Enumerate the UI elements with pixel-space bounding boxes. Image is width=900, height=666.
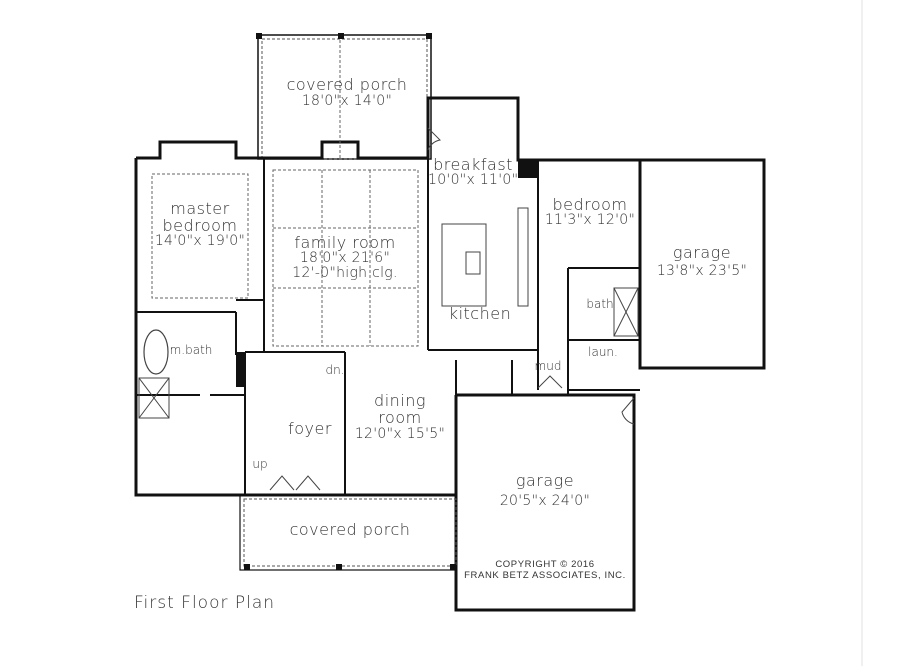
family-room-label: family room [294,233,396,252]
dining-room-label-line1: dining [374,391,426,410]
family-room-top-wall [264,140,428,160]
master-bedroom-top-wall [136,140,264,160]
master-bedroom-dims: 14'0"x 19'0" [154,233,246,249]
master-ceiling-tray [151,173,249,299]
copyright-line1: COPYRIGHT © 2016 [495,559,595,570]
bath-label: bath [586,297,614,311]
copyright-line2: FRANK BETZ ASSOCIATES, INC. [464,570,626,581]
plan-title: First Floor Plan [134,593,276,613]
kitchen-label: kitchen [448,304,512,323]
bedroom-label: bedroom [552,195,628,214]
master-bath-label: m.bath [169,343,213,357]
rear-porch-label: covered porch [286,75,408,94]
family-room-ceiling-height: 12'-0"high clg. [292,265,398,281]
dining-room-label-line2: room [378,408,422,427]
bathtub [143,329,169,375]
garage-large-label: garage [515,471,575,490]
master-bedroom-label-line1: master [170,199,230,218]
garage-small-dims: 13'8"x 23'5" [656,263,748,279]
page-edge-line [861,0,863,666]
garage-small-wall [638,158,766,370]
bedroom-dims: 11'3"x 12'0" [544,212,636,228]
laundry-label: laun. [588,345,618,359]
front-porch-label: covered porch [289,520,411,539]
breakfast-dims: 10'0"x 11'0" [428,172,519,188]
family-room-dims: 18'0"x 21'6" [299,250,391,266]
stairs-down-label: dn. [325,363,345,377]
garage-small-label: garage [672,243,732,262]
west-wall [134,158,240,497]
mud-room-label: mud [534,359,562,373]
breakfast-label: breakfast [433,155,513,174]
foyer-label: foyer [288,419,332,438]
rear-porch-dims: 18'0"x 14'0" [301,93,393,109]
stairs-up-label: up [252,457,268,471]
family-room-ceiling [272,169,419,347]
breakfast-wall [426,96,640,162]
master-bedroom-label-line2: bedroom [162,216,238,235]
dining-room-dims: 12'0"x 15'5" [354,426,446,442]
garage-large-dims: 20'5"x 24'0" [499,493,591,509]
kitchen-island [441,223,487,307]
